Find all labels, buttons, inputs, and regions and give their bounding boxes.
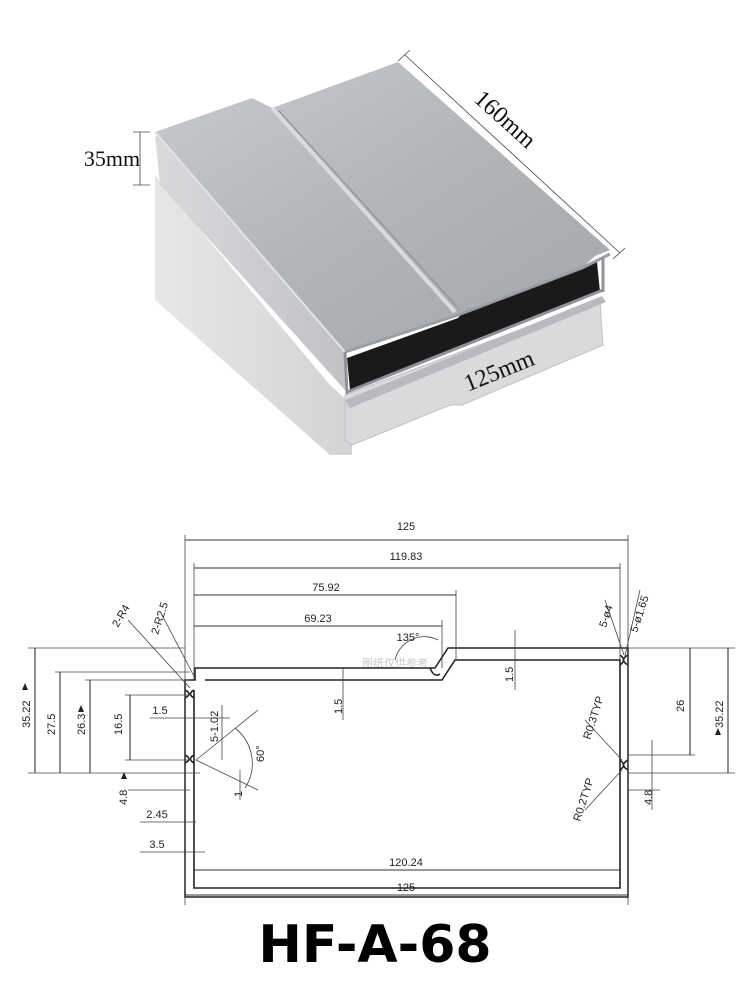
lower-front-face: [344, 299, 604, 446]
dim-1-5-right: 1.5: [504, 667, 516, 682]
dim-thick-1: 1: [233, 791, 245, 797]
radius-2-r2-5: 2-R2.5: [149, 601, 171, 636]
top-surface: [155, 62, 610, 352]
model-name: HF-A-68: [258, 915, 491, 975]
dim-35-22-right: 35.22: [714, 700, 726, 728]
dim-16-5: 16.5: [113, 714, 125, 735]
radius-r0-2typ: R0.2TYP: [571, 777, 596, 823]
hole-5-d1-65: 5-ø1.65: [628, 594, 651, 634]
radius-2-r4: 2-R4: [110, 603, 132, 630]
dim-125-bottom: 125: [397, 882, 415, 894]
profile-outline: [184, 647, 629, 898]
dim-125-top: 125: [397, 521, 415, 533]
dim-119-83: 119.83: [390, 551, 423, 563]
dim-height-35mm: 35mm: [84, 146, 140, 171]
dim-120-24: 120.24: [389, 857, 423, 869]
dim-2-45: 2.45: [146, 809, 167, 821]
angle-135: 135°: [397, 632, 420, 644]
lower-front-lip: [345, 296, 606, 408]
hole-5-d4: 5-ø4: [597, 604, 615, 629]
dim-5-1-02: 5-1.02: [209, 711, 221, 742]
dim-1-5-mid: 1.5: [333, 699, 345, 714]
dim-4-8-right: 4.8: [643, 790, 655, 805]
dim-1-5-left: 1.5: [152, 705, 167, 717]
top-groove: [270, 106, 457, 314]
dim-35-22-left: 35.22: [21, 700, 33, 728]
cross-section-drawing: 图纸仅供参考 125 119.83 75.92 69.23: [21, 521, 735, 905]
lower-side-face: [155, 175, 352, 455]
interior-opening: [347, 262, 600, 390]
dim-26-right: 26: [675, 700, 687, 712]
watermark-text: 图纸仅供参考: [362, 656, 428, 670]
dim-3-5: 3.5: [149, 839, 164, 851]
dim-27-5: 27.5: [46, 714, 58, 735]
dim-26-3: 26.3: [76, 714, 88, 735]
dim-69-23: 69.23: [304, 613, 332, 625]
dim-75-92: 75.92: [312, 582, 340, 594]
enclosure-illustration: 35mm 160mm 125mm: [84, 49, 626, 455]
dim-4-8-left: 4.8: [118, 790, 130, 805]
angle-60: 60°: [255, 745, 267, 762]
radius-r0-3typ: R0.3TYP: [581, 695, 606, 741]
upper-side-face: [155, 135, 345, 390]
